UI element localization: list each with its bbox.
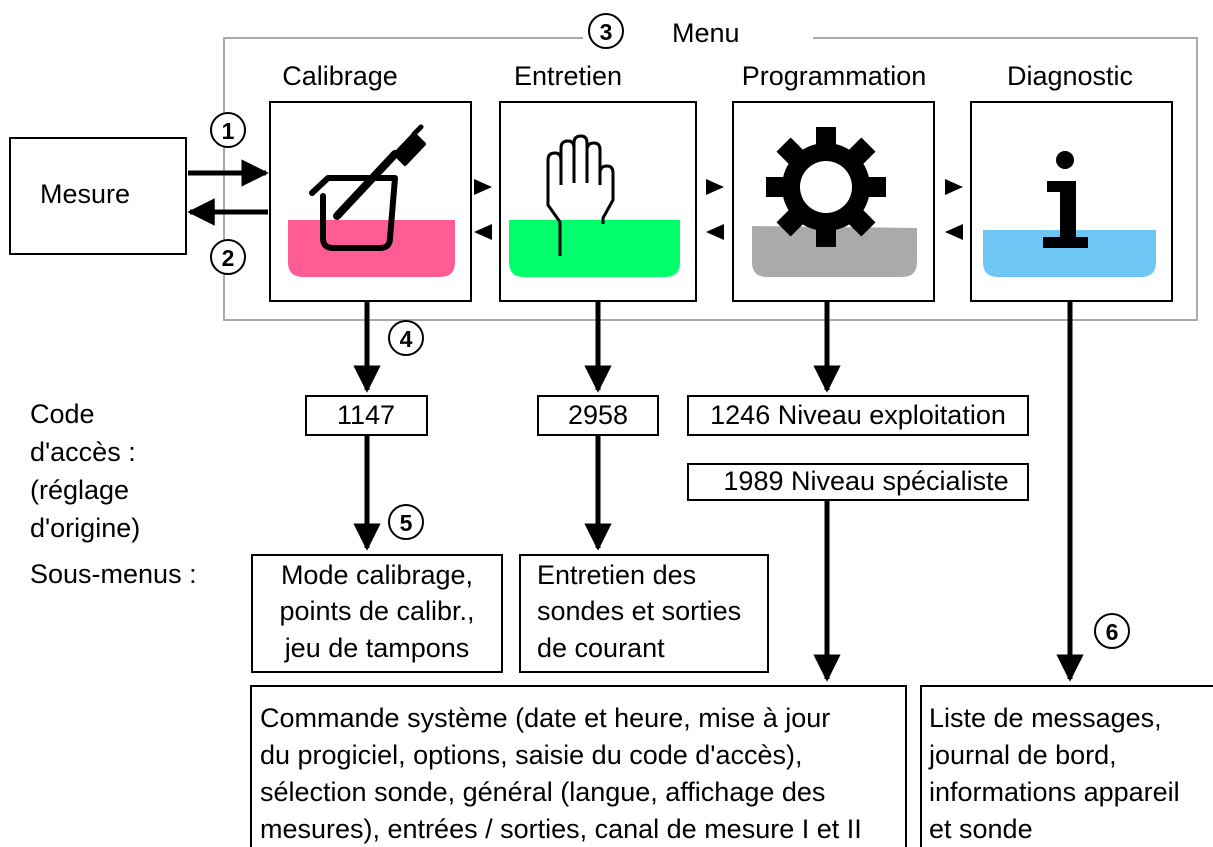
access-code-label: Code d'accès : (réglage d'origine): [30, 399, 140, 543]
next-triangle-icon: [706, 179, 724, 195]
svg-text:4: 4: [400, 326, 413, 352]
beaker-pen-icon: [309, 124, 426, 251]
svg-text:sélection sonde, général (lang: sélection sonde, général (langue, affich…: [260, 777, 825, 807]
submenu-box-diagnostic: Liste de messages, journal de bord, info…: [920, 685, 1213, 847]
svg-text:points de calibr.,: points de calibr.,: [279, 596, 474, 626]
svg-text:3: 3: [600, 19, 613, 45]
svg-text:1989 Niveau spécialiste: 1989 Niveau spécialiste: [723, 466, 1008, 496]
svg-text:2: 2: [222, 245, 235, 271]
nav-arrows: [474, 179, 963, 240]
code-box-programmation-specialist: 1989 Niveau spécialiste: [687, 463, 1029, 501]
step-badge-2: 2: [210, 239, 246, 275]
svg-text:1147: 1147: [337, 400, 395, 430]
svg-text:de courant: de courant: [537, 633, 665, 663]
svg-text:du progiciel, options, saisie: du progiciel, options, saisie du code d'…: [260, 740, 802, 770]
next-triangle-icon: [474, 179, 492, 195]
svg-text:6: 6: [1106, 619, 1119, 645]
code-box-calibrage: 1147: [305, 395, 428, 436]
step-badge-4: 4: [388, 320, 424, 356]
gear-icon: [766, 127, 886, 247]
submenu-box-calibrage: Mode calibrage, points de calibr., jeu d…: [251, 554, 503, 673]
hand-icon: [546, 134, 615, 256]
svg-text:Code: Code: [30, 399, 95, 429]
svg-text:5: 5: [400, 510, 413, 536]
menu-label-diagnostic: Diagnostic: [1007, 61, 1133, 91]
svg-text:Liste de messages,: Liste de messages,: [929, 703, 1162, 733]
svg-text:et sonde: et sonde: [929, 814, 1033, 844]
info-icon: [1043, 151, 1088, 248]
prev-triangle-icon: [474, 224, 492, 240]
menu-label-entretien: Entretien: [514, 61, 622, 91]
svg-text:sondes et sorties: sondes et sorties: [537, 596, 741, 626]
svg-text:(réglage: (réglage: [30, 475, 129, 505]
submenus-label: Sous-menus :: [30, 559, 197, 589]
svg-text:mesures), entrées / sorties, c: mesures), entrées / sorties, canal de me…: [260, 814, 862, 844]
programmation-liquid: [752, 226, 917, 277]
svg-text:1246 Niveau exploitation: 1246 Niveau exploitation: [710, 400, 1006, 430]
diagnostic-liquid: [983, 230, 1156, 277]
svg-text:d'accès :: d'accès :: [30, 437, 136, 467]
svg-text:jeu de tampons: jeu de tampons: [284, 633, 470, 663]
code-box-programmation-operator: 1246 Niveau exploitation: [687, 395, 1029, 436]
menu-frame: [223, 37, 1198, 321]
entretien-liquid: [509, 220, 680, 277]
menu-tile-calibrage[interactable]: [269, 101, 472, 302]
mesure-box[interactable]: Mesure: [9, 137, 187, 255]
svg-text:1: 1: [222, 118, 235, 144]
svg-text:Mesure: Mesure: [40, 179, 130, 209]
next-triangle-icon: [945, 179, 963, 195]
svg-text:Mode calibrage,: Mode calibrage,: [281, 560, 473, 590]
svg-text:2958: 2958: [568, 400, 628, 430]
svg-text:informations appareil: informations appareil: [929, 777, 1180, 807]
svg-text:Entretien des: Entretien des: [537, 560, 696, 590]
svg-text:journal de bord,: journal de bord,: [928, 740, 1117, 770]
menu-tile-entretien[interactable]: [499, 101, 697, 302]
menu-label-calibrage: Calibrage: [282, 61, 398, 91]
step-badge-1: 1: [210, 112, 246, 148]
menu-tile-diagnostic[interactable]: [970, 101, 1173, 302]
svg-text:d'origine): d'origine): [30, 513, 140, 543]
svg-text:Commande système (date et heur: Commande système (date et heure, mise à …: [260, 703, 830, 733]
prev-triangle-icon: [706, 224, 724, 240]
menu-tile-programmation[interactable]: [732, 101, 935, 302]
code-box-entretien: 2958: [537, 395, 659, 436]
menu-number-badge: 3: [588, 13, 624, 49]
step-badge-5: 5: [388, 504, 424, 540]
submenu-box-programmation: Commande système (date et heure, mise à …: [250, 685, 907, 847]
menu-label-programmation: Programmation: [742, 61, 927, 91]
prev-triangle-icon: [945, 224, 963, 240]
submenu-box-entretien: Entretien des sondes et sorties de coura…: [519, 554, 769, 673]
step-badge-6: 6: [1094, 613, 1130, 649]
menu-title: Menu: [672, 18, 740, 48]
